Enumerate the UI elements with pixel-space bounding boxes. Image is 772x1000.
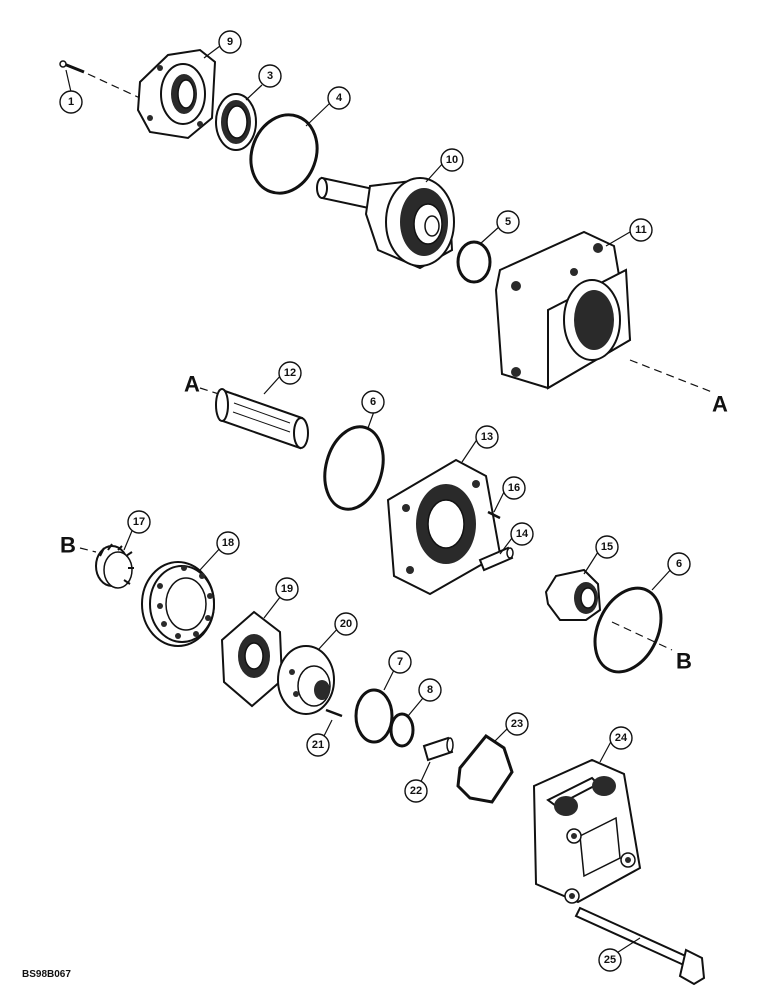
part-1-screw	[59, 60, 85, 74]
svg-text:23: 23	[511, 718, 523, 730]
svg-text:19: 19	[281, 583, 293, 595]
callout-11: 11	[629, 218, 653, 242]
callout-10: 10	[440, 148, 464, 172]
svg-text:15: 15	[601, 541, 613, 553]
part-15-gear	[544, 568, 602, 621]
assembly-axis-a-right	[629, 359, 713, 393]
callout-1: 1	[59, 90, 83, 114]
callout-5: 5	[496, 210, 520, 234]
part-22-dowel	[422, 736, 454, 762]
svg-text:25: 25	[604, 954, 616, 966]
assembly-axis-b-left	[79, 547, 97, 553]
svg-text:24: 24	[615, 732, 628, 744]
svg-text:11: 11	[635, 224, 647, 236]
part-13-plate	[386, 458, 502, 596]
callout-24: 24	[609, 726, 633, 750]
part-5-washer	[456, 240, 492, 284]
svg-text:12: 12	[284, 367, 296, 379]
callout-16: 16	[502, 476, 526, 500]
part-16-pin	[487, 510, 501, 520]
callout-8: 8	[418, 678, 442, 702]
reference-letter-b-right: B	[676, 649, 692, 674]
svg-text:13: 13	[481, 431, 493, 443]
part-23-gasket	[456, 733, 514, 804]
svg-text:10: 10	[446, 154, 458, 166]
callout-13: 13	[475, 425, 499, 449]
callout-9: 9	[218, 30, 242, 54]
assembly-axis-1	[87, 73, 141, 99]
part-12-splined-shaft	[215, 388, 309, 450]
svg-text:7: 7	[397, 656, 403, 668]
part-21-pin	[325, 708, 343, 718]
callout-18: 18	[216, 531, 240, 555]
part-10-shaft-bearing	[316, 176, 455, 270]
svg-text:22: 22	[410, 785, 422, 797]
part-6-o-ring-upper	[323, 425, 385, 511]
callout-14: 14	[510, 522, 534, 546]
svg-text:3: 3	[267, 70, 273, 82]
svg-text:6: 6	[370, 396, 376, 408]
svg-text:1: 1	[68, 96, 74, 108]
svg-text:14: 14	[516, 528, 529, 540]
reference-letter-a-right: A	[712, 392, 728, 417]
part-11-housing	[494, 230, 632, 390]
part-7-o-ring	[354, 688, 394, 744]
callout-6-upper: 6	[361, 390, 385, 414]
part-25-bolt	[574, 906, 706, 986]
part-3-seal	[215, 93, 257, 151]
part-20-valve-plate	[277, 645, 335, 715]
svg-text:4: 4	[336, 92, 343, 104]
callout-23: 23	[505, 712, 529, 736]
callout-4: 4	[327, 86, 351, 110]
callout-19: 19	[275, 577, 299, 601]
callout-22: 22	[404, 779, 428, 803]
part-8-o-ring	[389, 712, 415, 748]
figure-code: BS98B067	[22, 969, 71, 980]
callout-7: 7	[388, 650, 412, 674]
reference-letter-b-left: B	[60, 533, 76, 558]
svg-text:9: 9	[227, 36, 233, 48]
callout-6-lower: 6	[667, 552, 691, 576]
svg-text:16: 16	[508, 482, 520, 494]
callout-3: 3	[258, 64, 282, 88]
callout-20: 20	[334, 612, 358, 636]
reference-letter-a-left: A	[184, 372, 200, 397]
svg-text:20: 20	[340, 618, 352, 630]
svg-text:6: 6	[676, 558, 682, 570]
part-17-gear	[95, 543, 134, 589]
callout-17: 17	[127, 510, 151, 534]
part-14-dowel	[478, 546, 514, 572]
part-9-flange-housing	[136, 48, 217, 140]
svg-text:17: 17	[133, 516, 145, 528]
part-24-end-cover	[532, 758, 642, 904]
part-18-rotor-set	[141, 561, 215, 647]
svg-text:5: 5	[505, 216, 511, 228]
callout-15: 15	[595, 535, 619, 559]
part-6-o-ring-lower	[593, 586, 663, 674]
assembly-axis-b-right	[611, 621, 673, 651]
part-4-o-ring	[249, 113, 319, 195]
svg-text:21: 21	[312, 739, 324, 751]
part-19-plate	[220, 610, 284, 708]
svg-text:18: 18	[222, 537, 234, 549]
callout-12: 12	[278, 361, 302, 385]
callout-25: 25	[598, 948, 622, 972]
svg-text:8: 8	[427, 684, 433, 696]
callout-21: 21	[306, 733, 330, 757]
